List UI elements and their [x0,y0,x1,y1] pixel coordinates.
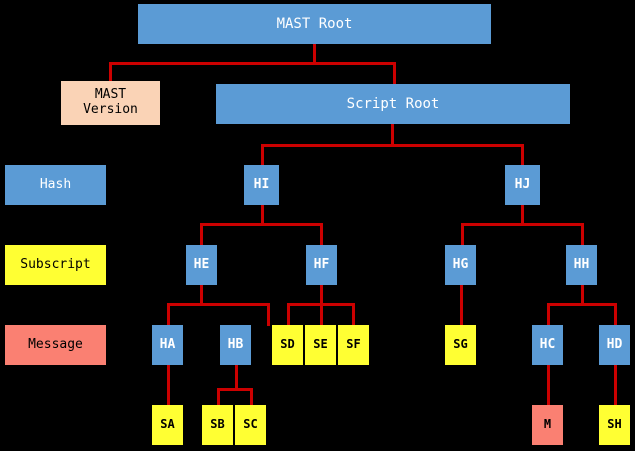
node-sg[interactable]: SG [445,325,476,365]
edge-hh-to-hc [547,303,550,326]
node-hg[interactable]: HG [445,245,476,285]
edge-he-bus [167,303,270,306]
edge-hj-stem [521,205,524,225]
edge-hb-stem [235,365,238,390]
node-sc[interactable]: SC [235,405,266,445]
node-sd[interactable]: SD [272,325,303,365]
edge-hj-to-hg [461,223,464,246]
edge-mastroot-to-scriptroot [393,62,396,85]
edge-mastroot-stem [313,44,316,65]
node-mast-version[interactable]: MAST Version [61,81,160,125]
legend-hash: Hash [5,165,106,205]
edge-hh-stem [581,285,584,305]
node-script-root[interactable]: Script Root [216,84,570,124]
edge-scriptroot-to-hi [261,144,264,166]
edge-hf-bus [287,303,354,306]
node-sb[interactable]: SB [202,405,233,445]
node-mast-root[interactable]: MAST Root [138,4,491,44]
edge-he-to-ha [167,303,170,326]
edge-hb-to-sc [250,388,253,407]
edge-hf-to-sf [352,303,355,326]
edge-hi-bus [200,223,322,226]
edge-hg-to-sg [460,285,463,326]
edge-he-stem [200,285,203,305]
edge-hi-stem [261,205,264,225]
node-hh[interactable]: HH [566,245,597,285]
edge-hd-to-sh [614,365,617,406]
legend-message: Message [5,325,106,365]
node-se[interactable]: SE [305,325,336,365]
edge-hj-bus [461,223,583,226]
node-hd[interactable]: HD [599,325,630,365]
node-sa[interactable]: SA [152,405,183,445]
edge-hf-to-sd [287,303,290,326]
node-ha[interactable]: HA [152,325,183,365]
edge-scriptroot-stem [391,124,394,146]
edge-ha-to-sa [167,365,170,406]
edge-scriptroot-to-hj [521,144,524,166]
node-hc[interactable]: HC [532,325,563,365]
edge-hb-bus [217,388,253,391]
edge-mastroot-bus [109,62,396,65]
node-he[interactable]: HE [186,245,217,285]
node-hb[interactable]: HB [220,325,251,365]
edge-hi-to-he [200,223,203,246]
edge-mastroot-to-mastversion [109,62,112,82]
edge-hi-to-hf [320,223,323,246]
edge-hh-to-hd [614,303,617,326]
edge-he-to-hb [267,303,270,326]
node-hj[interactable]: HJ [505,165,540,205]
edge-hh-bus [547,303,614,306]
edge-hb-to-sb [217,388,220,407]
edge-scriptroot-bus [261,144,523,147]
legend-subscript: Subscript [5,245,106,285]
node-sh[interactable]: SH [599,405,630,445]
node-hf[interactable]: HF [306,245,337,285]
node-hi[interactable]: HI [244,165,279,205]
edge-hc-to-m [547,365,550,406]
edge-hj-to-hh [581,223,584,246]
node-sf[interactable]: SF [338,325,369,365]
node-m[interactable]: M [532,405,563,445]
